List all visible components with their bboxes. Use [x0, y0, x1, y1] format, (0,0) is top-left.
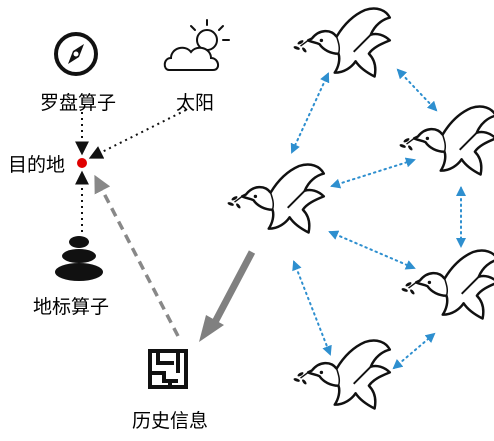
link-dove1-dove2 — [396, 68, 438, 112]
destination-label: 目的地 — [8, 154, 66, 176]
sun-label: 太阳 — [176, 92, 215, 114]
maze-icon — [148, 349, 188, 389]
sun-cloud-icon — [163, 19, 230, 71]
link-dove3-dove2 — [330, 157, 416, 189]
dove-icon — [397, 105, 494, 176]
landmark-operator-label: 地标算子 — [33, 296, 110, 318]
history-info-label: 历史信息 — [132, 410, 209, 432]
link-dove3-dove4 — [328, 230, 416, 270]
dove-icon — [225, 163, 326, 234]
arrow-doves-to-history — [199, 250, 256, 342]
link-dove5-dove4 — [392, 332, 436, 370]
dove-icon — [399, 249, 494, 320]
arrow-sun-to-destination — [88, 109, 187, 159]
destination-dot — [77, 158, 87, 168]
compass-icon — [54, 32, 98, 76]
link-dove1-dove3 — [290, 72, 330, 154]
link-dove3-dove5 — [292, 260, 332, 356]
dove-icon — [291, 339, 392, 410]
compass-operator-label: 罗盘算子 — [40, 92, 117, 114]
stacked-stones-icon — [55, 236, 103, 281]
dove-icon — [291, 7, 392, 78]
